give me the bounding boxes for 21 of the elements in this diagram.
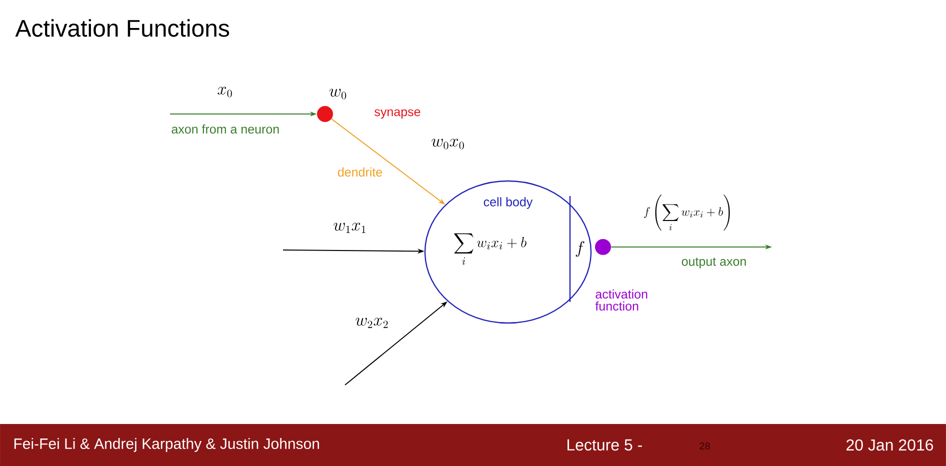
dot [317, 106, 333, 122]
edge-label: $w_1 x_1$ [334, 222, 366, 233]
author-text: Fei-Fei Li & Andrej Karpathy & Justin Johnson [14, 438, 319, 452]
activation-symbol: $f$ [576, 241, 584, 257]
edge-label: $x_0$ [218, 86, 232, 98]
edge-label: output axon [682, 258, 746, 268]
axon-label: axon from a neuron [172, 124, 279, 134]
output-formula: $f\left(\sum_i w_i x_i + b\right)$ [644, 194, 730, 231]
cell-body-label: cell body [484, 197, 533, 209]
edge-label: dendrite [338, 167, 382, 177]
slide-number: 28 [700, 442, 710, 450]
edge-label: $w_2 x_2$ [356, 318, 388, 328]
synapse-label: synapse [374, 109, 420, 119]
dot [595, 239, 611, 255]
lecture-text: Lecture 5 - [568, 439, 642, 451]
activation-function-label: activation function [595, 289, 648, 311]
weight-symbol: $w_0$ [329, 88, 346, 100]
product-formula: $w_0 x_0$ [432, 138, 464, 150]
slide-title: Activation Functions [15, 19, 230, 37]
date-text: 20 Jan 2016 [846, 439, 934, 451]
sum-formula: $\sum_i w_i x_i + b$ [454, 233, 526, 265]
